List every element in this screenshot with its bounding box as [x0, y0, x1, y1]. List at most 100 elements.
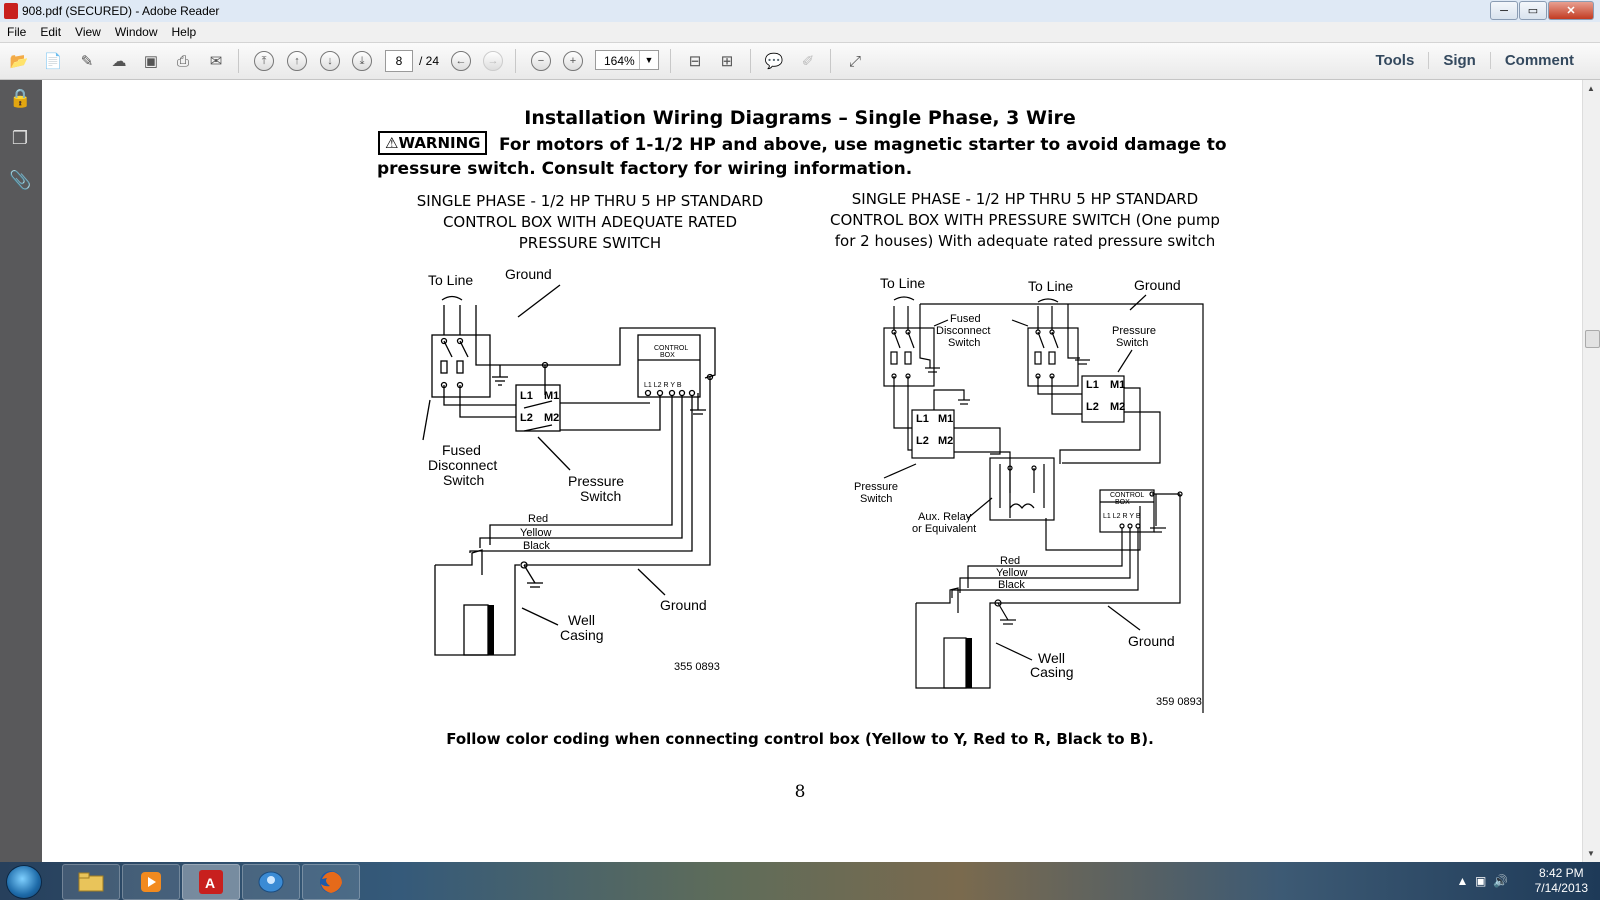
- sign-link[interactable]: Sign: [1428, 52, 1490, 69]
- scroll-thumb[interactable]: [1585, 330, 1600, 348]
- page-title: Installation Wiring Diagrams – Single Ph…: [524, 107, 1076, 129]
- print-icon[interactable]: ⎙: [176, 52, 189, 70]
- attachment-icon[interactable]: 📎: [9, 170, 32, 190]
- toolbar-separator: [515, 49, 516, 73]
- pages-icon[interactable]: ❐: [11, 128, 29, 148]
- fit-page-icon[interactable]: ⊟: [688, 53, 702, 70]
- menu-edit[interactable]: Edit: [40, 25, 62, 39]
- file-explorer-icon[interactable]: [62, 864, 120, 900]
- toolbar-separator: [750, 49, 751, 73]
- firefox-icon[interactable]: [302, 864, 360, 900]
- well-pointer: [521, 607, 559, 626]
- full-screen-icon[interactable]: ⤢: [848, 52, 861, 70]
- to-line-label: To Line: [1028, 278, 1073, 294]
- page-number-input[interactable]: 8: [385, 50, 413, 72]
- aux-relay-label: Aux. Relay: [918, 511, 972, 523]
- close-button[interactable]: ✕: [1548, 1, 1594, 20]
- menu-help[interactable]: Help: [171, 25, 197, 39]
- next-view-icon[interactable]: →: [483, 51, 503, 71]
- fit-width-icon[interactable]: ⊞: [720, 53, 734, 70]
- previous-view-icon[interactable]: ←: [451, 51, 471, 71]
- fused-label: Switch: [948, 337, 980, 349]
- caption-line: SINGLE PHASE - 1/2 HP THRU 5 HP STANDARD: [416, 192, 764, 210]
- next-page-icon[interactable]: ↓: [320, 51, 340, 71]
- wire-red-label: Red: [1000, 555, 1020, 567]
- ground-pointer: [517, 284, 561, 318]
- scroll-up-icon[interactable]: ▲: [1587, 84, 1595, 93]
- toolbar-separator: [670, 49, 671, 73]
- warning-label: WARNING: [398, 134, 481, 152]
- pressure-top-label: Pressure: [1112, 325, 1156, 337]
- scroll-down-icon[interactable]: ▼: [1587, 849, 1595, 858]
- email-icon[interactable]: ✉: [209, 53, 223, 70]
- to-line-label: To Line: [428, 272, 473, 288]
- caption-line: for 2 houses) With adequate rated pressu…: [834, 232, 1216, 250]
- casing-label: Casing: [560, 627, 604, 643]
- comment-link[interactable]: Comment: [1489, 52, 1588, 69]
- minimize-button[interactable]: ─: [1490, 1, 1518, 20]
- zoom-out-icon[interactable]: −: [531, 51, 551, 71]
- control-box-terminals: L1 L2 R Y B: [644, 382, 682, 389]
- save-icon[interactable]: ▣: [143, 53, 159, 70]
- open-file-icon[interactable]: 📂: [9, 53, 29, 70]
- relay-coil: [1009, 503, 1035, 509]
- toolbar-separator: [238, 49, 239, 73]
- maximize-button[interactable]: ▭: [1519, 1, 1547, 20]
- show-hidden-icons-icon[interactable]: ▲: [1456, 874, 1469, 888]
- ground-bottom-label: Ground: [1128, 633, 1175, 649]
- page-number: 8: [794, 782, 806, 802]
- terminal-label: L2: [520, 412, 533, 424]
- pressure-switch-box-top: [1081, 375, 1125, 423]
- task-pane-links: Tools Sign Comment: [1361, 52, 1588, 69]
- control-box: [637, 334, 701, 398]
- upload-icon[interactable]: ☁: [111, 53, 127, 70]
- volume-icon[interactable]: 🔊: [1493, 874, 1508, 888]
- ground-label: Ground: [505, 266, 552, 282]
- control-box: [1099, 489, 1155, 533]
- aux-relay-label: or Equivalent: [912, 523, 976, 535]
- menu-bar: File Edit View Window Help: [0, 22, 1600, 43]
- terminal-label: L1: [520, 390, 533, 402]
- chevron-down-icon[interactable]: ▼: [639, 51, 658, 69]
- terminal-label: M1: [544, 390, 559, 402]
- previous-page-icon[interactable]: ↑: [287, 51, 307, 71]
- edit-pdf-icon[interactable]: ✎: [80, 53, 94, 70]
- line-bracket: [441, 295, 463, 301]
- comment-icon[interactable]: 💬: [764, 53, 784, 70]
- diagram-code: 359 0893: [1156, 696, 1202, 708]
- create-pdf-icon[interactable]: 📄: [43, 53, 63, 70]
- messenger-icon[interactable]: [242, 864, 300, 900]
- highlight-icon[interactable]: ✐: [801, 53, 815, 70]
- first-page-icon[interactable]: ⤒: [254, 51, 274, 71]
- start-button[interactable]: [6, 865, 42, 899]
- network-icon[interactable]: ▣: [1475, 874, 1487, 888]
- last-page-icon[interactable]: ⤓: [352, 51, 372, 71]
- zoom-select[interactable]: 164%▼: [595, 50, 659, 70]
- terminal-label: M1: [938, 413, 953, 425]
- right-wiring-diagram: To Line To Line Ground Fused Disconnect …: [854, 275, 1204, 713]
- well-pump: [943, 637, 967, 689]
- navigation-pane: 🔒 ❐ 📎: [0, 80, 42, 862]
- menu-window[interactable]: Window: [114, 25, 158, 39]
- control-box-label: CONTROL: [654, 345, 688, 352]
- lock-icon[interactable]: 🔒: [9, 88, 32, 108]
- ground-pointer: [1129, 294, 1147, 311]
- fused-disconnect-box: [431, 334, 491, 398]
- pressure-switch-box: [515, 384, 561, 432]
- tools-link[interactable]: Tools: [1375, 52, 1415, 69]
- pressure-pointer: [1117, 349, 1133, 373]
- wire-yellow-label: Yellow: [520, 527, 551, 539]
- zoom-in-icon[interactable]: +: [563, 51, 583, 71]
- media-player-icon[interactable]: [122, 864, 180, 900]
- terminal-label: L1: [916, 413, 929, 425]
- adobe-reader-task-icon[interactable]: A: [182, 864, 240, 900]
- clock[interactable]: 8:42 PM 7/14/2013: [1535, 866, 1588, 896]
- menu-view[interactable]: View: [75, 25, 101, 39]
- menu-file[interactable]: File: [7, 25, 27, 39]
- pressure-label: Switch: [580, 488, 621, 504]
- left-wiring-diagram: To Line Ground L1 M1 L2 M2 CONTROL BOX L…: [422, 266, 720, 673]
- ground-bottom-label: Ground: [660, 597, 707, 613]
- vertical-scrollbar[interactable]: ▲ ▼: [1582, 80, 1600, 862]
- wire-black-label: Black: [523, 540, 550, 552]
- ground-label: Ground: [1134, 277, 1181, 293]
